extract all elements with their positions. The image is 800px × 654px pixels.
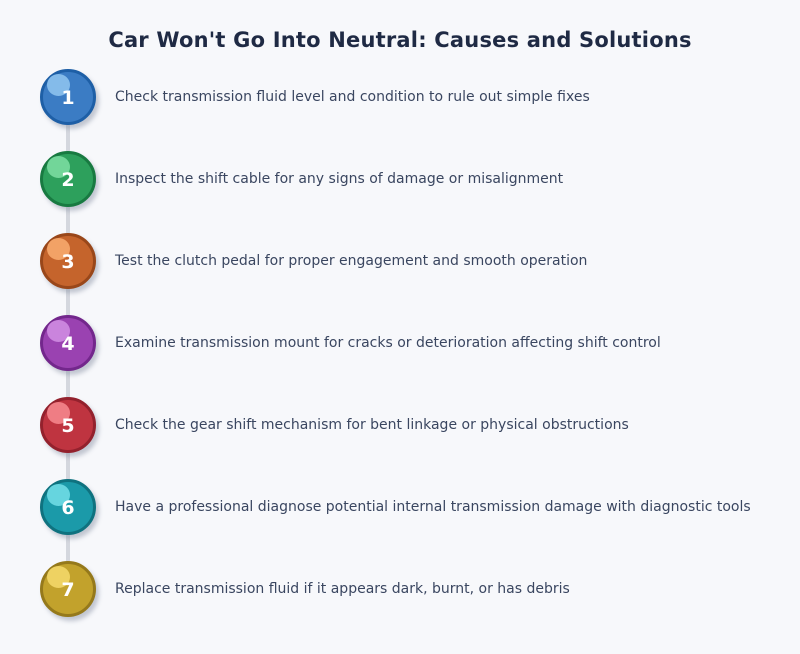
infographic-title: Car Won't Go Into Neutral: Causes and So… <box>108 28 692 53</box>
step-number-circle: 6 <box>40 479 96 535</box>
step-number-circle: 7 <box>40 561 96 617</box>
step-item: 3 Test the clutch pedal for proper engag… <box>40 233 751 289</box>
step-text: Examine transmission mount for cracks or… <box>115 335 661 351</box>
step-text: Test the clutch pedal for proper engagem… <box>115 253 588 269</box>
step-number: 5 <box>61 414 75 437</box>
step-number: 2 <box>61 168 75 191</box>
step-number-circle: 5 <box>40 397 96 453</box>
step-item: 5 Check the gear shift mechanism for ben… <box>40 397 751 453</box>
step-number-circle: 3 <box>40 233 96 289</box>
step-item: 6 Have a professional diagnose potential… <box>40 479 751 535</box>
step-text: Check the gear shift mechanism for bent … <box>115 417 629 433</box>
step-number: 7 <box>61 578 75 601</box>
step-number: 4 <box>61 332 75 355</box>
step-item: 2 Inspect the shift cable for any signs … <box>40 151 751 207</box>
step-item: 7 Replace transmission fluid if it appea… <box>40 561 751 617</box>
step-number: 3 <box>61 250 75 273</box>
steps-timeline: 1 Check transmission fluid level and con… <box>40 69 751 617</box>
step-text: Inspect the shift cable for any signs of… <box>115 171 564 187</box>
step-text: Have a professional diagnose potential i… <box>115 499 751 515</box>
step-text: Replace transmission fluid if it appears… <box>115 581 570 597</box>
step-number-circle: 4 <box>40 315 96 371</box>
step-number-circle: 2 <box>40 151 96 207</box>
step-number-circle: 1 <box>40 69 96 125</box>
step-text: Check transmission fluid level and condi… <box>115 89 590 105</box>
step-item: 1 Check transmission fluid level and con… <box>40 69 751 125</box>
step-number: 1 <box>61 86 75 109</box>
step-item: 4 Examine transmission mount for cracks … <box>40 315 751 371</box>
step-number: 6 <box>61 496 75 519</box>
